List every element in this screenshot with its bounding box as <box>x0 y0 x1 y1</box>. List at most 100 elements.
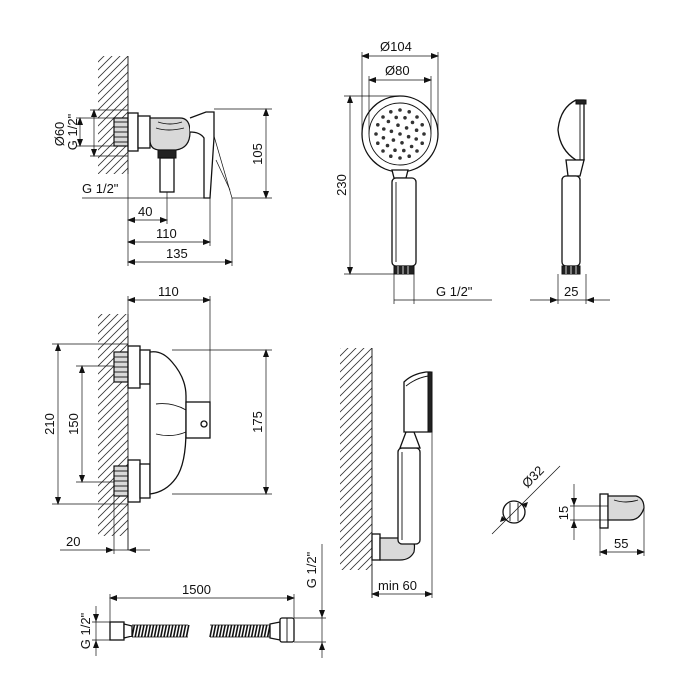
hose-coil <box>209 624 214 638</box>
dim-diameter-32: Ø32 <box>519 463 547 491</box>
dim-depth-40: 40 <box>138 204 152 219</box>
dim-depth-55: 55 <box>614 536 628 551</box>
hose-coil <box>254 624 258 638</box>
hose-coil <box>137 624 142 638</box>
hose-right-segment <box>209 624 271 638</box>
installation-wall-hatch <box>340 348 372 570</box>
dim-height-105: 105 <box>250 143 265 165</box>
mixer-front-view: 110 210 150 175 20 <box>42 284 272 554</box>
hose-coil <box>238 624 242 638</box>
dim-hose-thread-left: G 1/2" <box>78 612 93 649</box>
nozzle-hole <box>381 115 385 119</box>
dim-diameter-104: Ø104 <box>380 39 412 54</box>
shower-side-handle <box>561 175 581 267</box>
nozzle-hole <box>414 137 419 141</box>
dim-length-1500: 1500 <box>182 582 211 597</box>
dim-min-60: min 60 <box>378 578 417 593</box>
shower-nozzles <box>374 108 426 160</box>
dim-diameter-60: Ø60 <box>52 122 67 147</box>
hose-coil <box>160 624 164 638</box>
hose-coil <box>225 624 230 638</box>
hose-coil <box>247 624 252 638</box>
installation-head <box>403 371 431 433</box>
nozzle-hole <box>396 123 400 127</box>
nozzle-hole <box>386 119 391 124</box>
holder-detail-profile <box>607 495 645 521</box>
nozzle-hole <box>407 110 412 114</box>
nozzle-hole <box>420 123 425 127</box>
hose-coil <box>244 624 249 638</box>
nozzle-hole <box>376 123 380 127</box>
nozzle-hole <box>422 132 426 136</box>
nozzle-hole <box>389 110 393 114</box>
hose-coil <box>134 624 139 638</box>
hose-coil <box>166 624 171 638</box>
hose-coil <box>185 624 190 638</box>
hose-coil <box>215 624 220 638</box>
nozzle-hole <box>385 143 390 148</box>
nozzle-hole <box>420 141 425 145</box>
hose-coil <box>156 624 161 638</box>
hand-shower-view: Ø104 Ø80 230 G 1/2" <box>334 39 492 304</box>
dim-spacing-150: 150 <box>66 413 81 435</box>
nozzle-hole <box>410 120 415 125</box>
hose-left-fitting <box>109 621 125 641</box>
dim-length-230: 230 <box>334 174 349 196</box>
nozzle-hole <box>407 154 412 158</box>
wall-holder-view: Ø60 G 1/2" 105 G 1/2" 40 110 135 <box>52 56 272 266</box>
nozzle-hole <box>414 128 419 132</box>
hose-left-segment <box>131 624 190 638</box>
nozzle-hole <box>376 141 380 145</box>
hose-coil <box>179 624 184 638</box>
hose-coil <box>218 624 223 638</box>
dim-height-175: 175 <box>250 411 265 433</box>
wall-hatch <box>98 56 128 174</box>
dim-width-110: 110 <box>158 284 179 299</box>
nozzle-hole <box>400 141 404 145</box>
nozzle-hole <box>406 134 411 139</box>
nozzle-hole <box>402 148 406 153</box>
dim-depth-110: 110 <box>156 226 177 241</box>
dim-thickness-25: 25 <box>564 284 578 299</box>
nozzle-hole <box>389 154 393 158</box>
nozzle-hole <box>393 148 397 152</box>
hose-coil <box>231 624 236 638</box>
nozzle-hole <box>381 149 385 153</box>
hose-coil <box>176 624 180 638</box>
mixer-lever <box>185 401 211 439</box>
hose-coil <box>153 624 158 638</box>
nozzle-hole <box>391 138 396 142</box>
hose-coil <box>222 624 226 638</box>
hose-coil <box>234 624 239 638</box>
nozzle-hole <box>389 129 394 134</box>
hose-coil <box>131 624 136 638</box>
nozzle-hole <box>381 136 386 140</box>
wall-installation-view: min 60 <box>340 348 433 598</box>
nozzle-hole <box>394 115 399 120</box>
hose-coil <box>163 624 168 638</box>
mixer-upper-nut <box>127 345 141 389</box>
wall-holder-plate <box>127 112 139 152</box>
hose-coil <box>150 624 155 638</box>
nozzle-hole <box>409 144 414 149</box>
hose-coil <box>172 624 177 638</box>
hose-coil <box>140 624 145 638</box>
dim-height-210: 210 <box>42 413 57 435</box>
hand-shower-side-view: 25 <box>530 99 610 304</box>
hose-coil <box>260 624 265 638</box>
nozzle-hole <box>374 132 378 136</box>
nozzle-hole <box>404 126 409 130</box>
hose-coil <box>144 624 148 638</box>
hose-coil <box>250 624 255 638</box>
hose-coil <box>169 624 174 638</box>
dim-height-15: 15 <box>556 506 571 520</box>
hose-coil <box>257 624 262 638</box>
nozzle-hole <box>403 116 407 120</box>
dim-thread-g12: G 1/2" <box>65 113 80 150</box>
installation-handle <box>397 447 421 545</box>
dim-wall-20: 20 <box>66 534 80 549</box>
hose-coil <box>263 624 268 638</box>
hose-coil <box>182 624 187 638</box>
mixer-lower-nut <box>127 459 141 503</box>
mixer-body <box>149 351 187 495</box>
